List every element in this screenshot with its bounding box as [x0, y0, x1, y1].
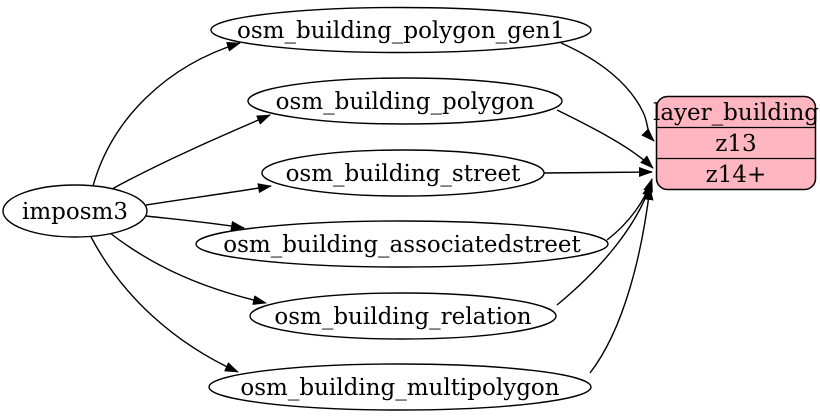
node-osm-building-relation: osm_building_relation: [249, 292, 557, 340]
table-ellipse: [249, 292, 557, 340]
table-ellipse: [261, 149, 545, 197]
table-ellipse: [247, 77, 563, 125]
table-label: osm_building_street: [286, 161, 522, 187]
edge-osm-building-polygon-layer-z14: [556, 109, 654, 169]
edge-imposm3-osm-building-relation: [109, 232, 267, 305]
table-label: osm_building_polygon: [276, 89, 535, 115]
node-imposm3: imposm3: [2, 184, 148, 238]
edge-imposm3-osm-building-associatedstreet: [145, 215, 245, 231]
edge-imposm3-osm-building-street: [145, 183, 272, 206]
edge-osm-building-multipolygon-layer-z14: [589, 186, 654, 374]
node-layer-building: layer_building z13 z14+: [653, 95, 819, 191]
table-ellipse: [208, 363, 592, 411]
table-label: osm_building_multipolygon: [240, 375, 559, 401]
table-label: osm_building_relation: [274, 304, 531, 330]
node-osm-building-polygon: osm_building_polygon: [247, 77, 563, 125]
imposm3-label: imposm3: [22, 199, 128, 225]
edge-group: [89, 42, 655, 374]
layer-building-row-z13: z13: [715, 131, 756, 157]
edge-osm-building-polygon-gen1-layer-z13: [560, 42, 655, 142]
node-osm-building-street: osm_building_street: [261, 149, 545, 197]
edge-imposm3-osm-building-polygon: [111, 114, 271, 190]
table-ellipse: [195, 220, 609, 268]
edge-osm-building-associatedstreet-layer-z14: [606, 178, 653, 241]
layer-building-row-z14: z14+: [706, 162, 767, 188]
imposm3-ellipse: [2, 184, 148, 238]
layer-building-title: layer_building: [653, 100, 819, 126]
edge-imposm3-osm-building-multipolygon: [89, 234, 239, 373]
table-label: osm_building_associatedstreet: [223, 232, 581, 258]
node-osm-building-multipolygon: osm_building_multipolygon: [208, 363, 592, 411]
edge-osm-building-street-layer-z14: [543, 167, 653, 178]
node-osm-building-polygon-gen1: osm_building_polygon_gen1: [210, 6, 592, 54]
table-label: osm_building_polygon_gen1: [237, 18, 565, 44]
edge-imposm3-osm-building-polygon-gen1: [92, 42, 241, 187]
layer-building-box: [655, 95, 817, 191]
node-osm-building-associatedstreet: osm_building_associatedstreet: [195, 220, 609, 268]
table-ellipse: [210, 6, 592, 54]
